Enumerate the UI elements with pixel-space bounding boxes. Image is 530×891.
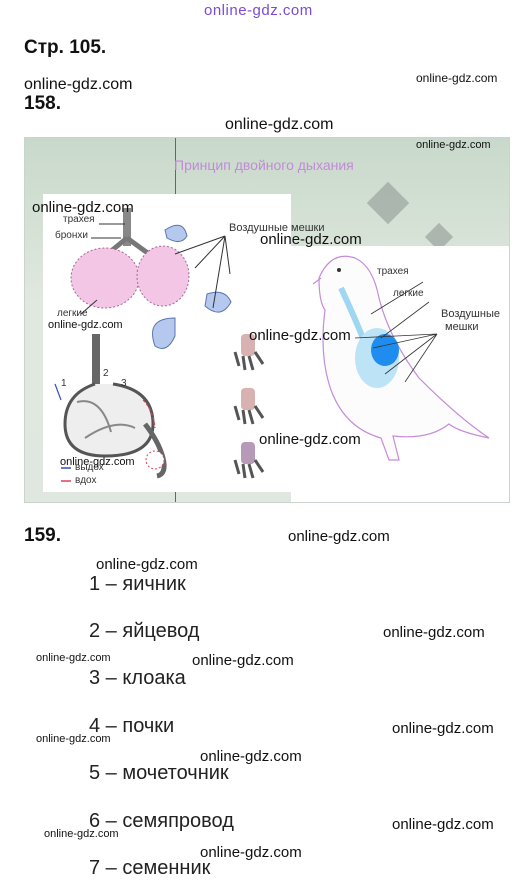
watermark: online-gdz.com xyxy=(288,528,390,545)
label-exhale: выдох xyxy=(75,462,104,473)
answer-item-4: 4 – почки xyxy=(89,715,175,737)
label-trachea-right: трахея xyxy=(377,266,409,277)
watermark: online-gdz.com xyxy=(32,199,134,216)
watermark: online-gdz.com xyxy=(416,139,491,151)
bird-outline xyxy=(318,255,490,461)
answer-item-2: 2 – яйцевод xyxy=(89,620,200,642)
task-158-number: 158. xyxy=(24,93,61,114)
watermark: online-gdz.com xyxy=(260,231,362,248)
bird-lung xyxy=(371,334,399,366)
label-inhale: вдох xyxy=(75,475,97,486)
bird-beak xyxy=(312,277,322,285)
stage-1 xyxy=(233,334,265,371)
double-breathing-figure: Принцип двойного дыхания xyxy=(24,137,510,503)
label-number-1: 1 xyxy=(61,378,67,389)
lung-left-shape xyxy=(70,247,140,309)
label-air-sacs-right-1: Воздушные xyxy=(441,308,500,320)
inhale-arrow xyxy=(142,399,156,429)
label-lungs-left: легкие xyxy=(57,308,88,319)
watermark: online-gdz.com xyxy=(383,624,485,641)
label-lungs-right: легкие xyxy=(393,288,424,299)
figure-title: Принцип двойного дыхания xyxy=(174,157,354,173)
answer-item-5: 5 – мочеточник xyxy=(89,762,229,784)
air-sac-shape xyxy=(164,224,188,242)
lung-right-shape xyxy=(136,245,190,307)
trachea-shape xyxy=(123,208,131,246)
watermark: online-gdz.com xyxy=(24,76,133,93)
airflow-diagram xyxy=(54,334,167,482)
watermark: online-gdz.com xyxy=(36,733,111,745)
label-trachea-left: трахея xyxy=(63,214,95,225)
watermark: online-gdz.com xyxy=(200,844,302,861)
task-159-number: 159. xyxy=(24,525,61,546)
air-sac-shape xyxy=(152,317,176,349)
watermark-top: online-gdz.com xyxy=(204,2,313,19)
pointer-lines xyxy=(80,223,125,315)
watermark: online-gdz.com xyxy=(36,652,111,664)
answer-item-3: 3 – клоака xyxy=(89,667,186,689)
bird-eye xyxy=(337,268,341,272)
inhale-marker xyxy=(145,450,165,470)
air-sac-shape xyxy=(204,291,232,313)
watermark: online-gdz.com xyxy=(200,748,302,765)
watermark: online-gdz.com xyxy=(249,327,351,344)
label-bronchi: бронхи xyxy=(55,230,88,241)
label-air-sacs-right-2: мешки xyxy=(445,321,479,333)
airflow-loop xyxy=(63,382,155,458)
watermark: online-gdz.com xyxy=(392,720,494,737)
airway-shape xyxy=(92,334,100,386)
watermark: online-gdz.com xyxy=(44,828,119,840)
page-heading: Стр. 105. xyxy=(24,37,107,58)
bird-diagram xyxy=(312,255,490,461)
bird-pointer-lines xyxy=(354,281,438,383)
watermark: online-gdz.com xyxy=(225,116,334,133)
label-number-3: 3 xyxy=(121,378,127,389)
watermark: online-gdz.com xyxy=(392,816,494,833)
exhale-arrow xyxy=(54,383,62,401)
watermark: online-gdz.com xyxy=(60,456,135,468)
answer-item-7: 7 – семенник xyxy=(89,857,211,879)
figure-drawing xyxy=(54,208,490,482)
label-air-sacs-left: Воздушные мешки xyxy=(229,222,325,234)
airflow-lines xyxy=(76,400,136,439)
watermark: online-gdz.com xyxy=(96,556,198,573)
stage-diagrams xyxy=(233,334,265,479)
pointer-lines xyxy=(174,235,231,309)
label-number-2: 2 xyxy=(103,368,109,379)
watermark: online-gdz.com xyxy=(259,431,361,448)
watermark: online-gdz.com xyxy=(192,652,294,669)
watermark: online-gdz.com xyxy=(416,71,498,85)
stage-3 xyxy=(233,442,265,479)
answer-item-6: 6 – семяпровод xyxy=(89,810,234,832)
stage-2 xyxy=(233,388,265,425)
watermark: online-gdz.com xyxy=(48,319,123,331)
lung-diagram xyxy=(70,208,232,349)
answer-item-1: 1 – яичник xyxy=(89,573,186,595)
